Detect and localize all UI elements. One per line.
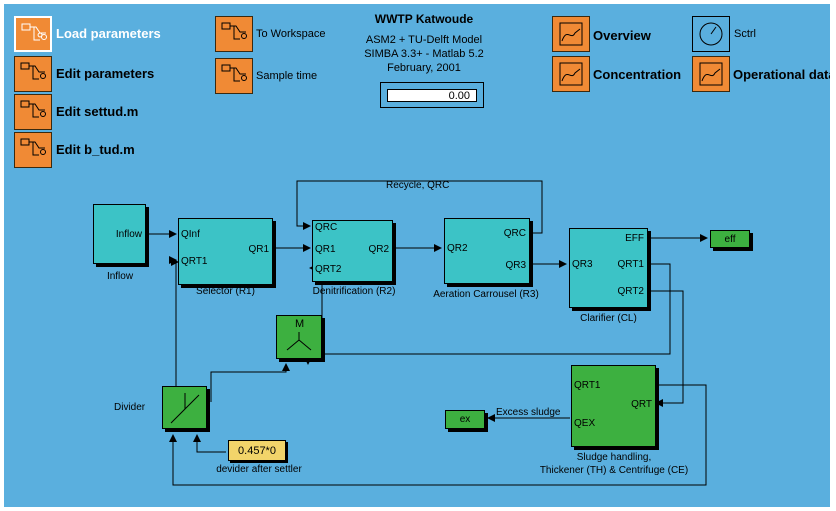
wire-constant-divider xyxy=(193,434,226,453)
inflow-block[interactable]: Inflow xyxy=(93,204,146,264)
clock-icon xyxy=(699,22,723,46)
edit-b-tud-button[interactable] xyxy=(14,132,52,168)
subsystem-icon xyxy=(20,138,46,156)
divider-constant-caption: devider after settler xyxy=(216,464,302,475)
edit-b-tud-label: Edit b_tud.m xyxy=(56,142,135,157)
software-version: SIMBA 3.3+ - Matlab 5.2 xyxy=(364,48,484,60)
model-date: February, 2001 xyxy=(387,62,461,74)
aeration-port-qrc: QRC xyxy=(503,228,526,239)
aeration-port-qr2: QR2 xyxy=(447,243,468,254)
denit-port-qr2: QR2 xyxy=(368,244,389,255)
inflow-port-label: Inflow xyxy=(115,229,142,240)
scope-icon xyxy=(559,22,583,46)
scope-icon xyxy=(559,62,583,86)
subsystem-icon xyxy=(221,64,247,82)
inflow-caption: Inflow xyxy=(106,271,134,282)
to-workspace-label: To Workspace xyxy=(256,28,326,40)
wire-qrt2 xyxy=(648,290,684,407)
operational-data-label: Operational data xyxy=(733,67,830,82)
selector-port-qrt1: QRT1 xyxy=(181,256,208,267)
sludge-port-qex: QEX xyxy=(574,418,596,429)
overview-label: Overview xyxy=(593,28,651,43)
concentration-scope-button[interactable] xyxy=(552,56,590,92)
aeration-port-qr3: QR3 xyxy=(505,260,526,271)
sludge-port-qrt1: QRT1 xyxy=(574,380,601,391)
clarifier-port-eff: EFF xyxy=(625,233,644,244)
divider-constant-block[interactable]: 0.457*0 xyxy=(228,440,286,461)
sctrl-label: Sctrl xyxy=(734,28,756,40)
edit-settud-label: Edit settud.m xyxy=(56,104,139,119)
aeration-block[interactable]: QR2 QRC QR3 xyxy=(444,218,530,284)
divider-caption: Divider xyxy=(114,402,146,413)
wire-recycle xyxy=(296,180,543,234)
recycle-wire-label: Recycle, QRC xyxy=(386,180,450,191)
subsystem-icon xyxy=(20,62,46,80)
ex-label: ex xyxy=(459,414,471,425)
clarifier-port-qrt2: QRT2 xyxy=(617,286,645,297)
scope-icon xyxy=(699,62,723,86)
denit-port-qrt2: QRT2 xyxy=(315,264,342,275)
edit-settud-button[interactable] xyxy=(14,94,52,130)
denitrification-block[interactable]: QRC QR1 QRT2 QR2 xyxy=(312,220,393,282)
clarifier-port-qrt1: QRT1 xyxy=(617,259,645,270)
to-workspace-button[interactable] xyxy=(215,16,253,52)
eff-block[interactable]: eff xyxy=(710,230,750,248)
divider-icon xyxy=(170,393,200,424)
clarifier-block[interactable]: QR3 EFF QRT1 QRT2 xyxy=(569,228,648,308)
sample-time-label: Sample time xyxy=(256,70,318,82)
sctrl-button[interactable] xyxy=(692,16,730,52)
selector-block[interactable]: QInf QRT1 QR1 xyxy=(178,218,273,285)
load-parameters-label: Load parameters xyxy=(56,26,161,41)
signal-wires xyxy=(146,180,708,486)
subsystem-icon xyxy=(221,22,247,40)
divider-block[interactable] xyxy=(162,386,207,429)
wire-sludge-return xyxy=(169,384,707,486)
aeration-caption: Aeration Carrousel (R3) xyxy=(433,289,539,300)
time-display: 0.00 xyxy=(387,89,477,102)
simulink-canvas: Load parameters Edit parameters Edit set… xyxy=(4,4,830,507)
wire-divider-mixer xyxy=(210,363,290,402)
clarifier-caption: Clarifier (CL) xyxy=(580,313,637,324)
denitrification-caption: Denitrification (R2) xyxy=(312,286,396,297)
denit-port-qrc: QRC xyxy=(315,222,338,233)
ex-block[interactable]: ex xyxy=(445,410,485,429)
mixer-icon xyxy=(286,332,312,351)
overview-scope-button[interactable] xyxy=(552,16,590,52)
load-parameters-button[interactable] xyxy=(14,16,52,52)
sludge-caption-line2: Thickener (TH) & Centrifuge (CE) xyxy=(539,465,689,476)
selector-port-qr1: QR1 xyxy=(248,244,269,255)
sludge-port-qrt: QRT xyxy=(631,399,652,410)
clarifier-port-qr3: QR3 xyxy=(572,259,593,270)
time-display-frame: 0.00 xyxy=(380,82,484,108)
concentration-label: Concentration xyxy=(593,67,682,82)
edit-parameters-button[interactable] xyxy=(14,56,52,92)
mixer-label: M xyxy=(295,318,305,330)
divider-constant-value: 0.457*0 xyxy=(238,445,276,457)
sludge-handling-block[interactable]: QRT1 QEX QRT xyxy=(571,365,656,447)
eff-label: eff xyxy=(724,234,736,245)
excess-sludge-wire-label: Excess sludge xyxy=(496,407,561,418)
denit-port-qr1: QR1 xyxy=(315,244,336,255)
subsystem-icon xyxy=(20,100,46,118)
selector-caption: Selector (R1) xyxy=(196,286,255,297)
selector-port-qinf: QInf xyxy=(181,229,200,240)
subsystem-icon xyxy=(21,23,47,41)
model-title: WWTP Katwoude xyxy=(374,12,474,26)
model-name: ASM2 + TU-Delft Model xyxy=(365,34,483,46)
sample-time-button[interactable] xyxy=(215,58,253,94)
operational-data-scope-button[interactable] xyxy=(692,56,730,92)
sludge-caption-line1: Sludge handling, xyxy=(576,452,652,463)
edit-parameters-label: Edit parameters xyxy=(56,66,155,81)
mixer-block[interactable]: M xyxy=(276,315,322,359)
